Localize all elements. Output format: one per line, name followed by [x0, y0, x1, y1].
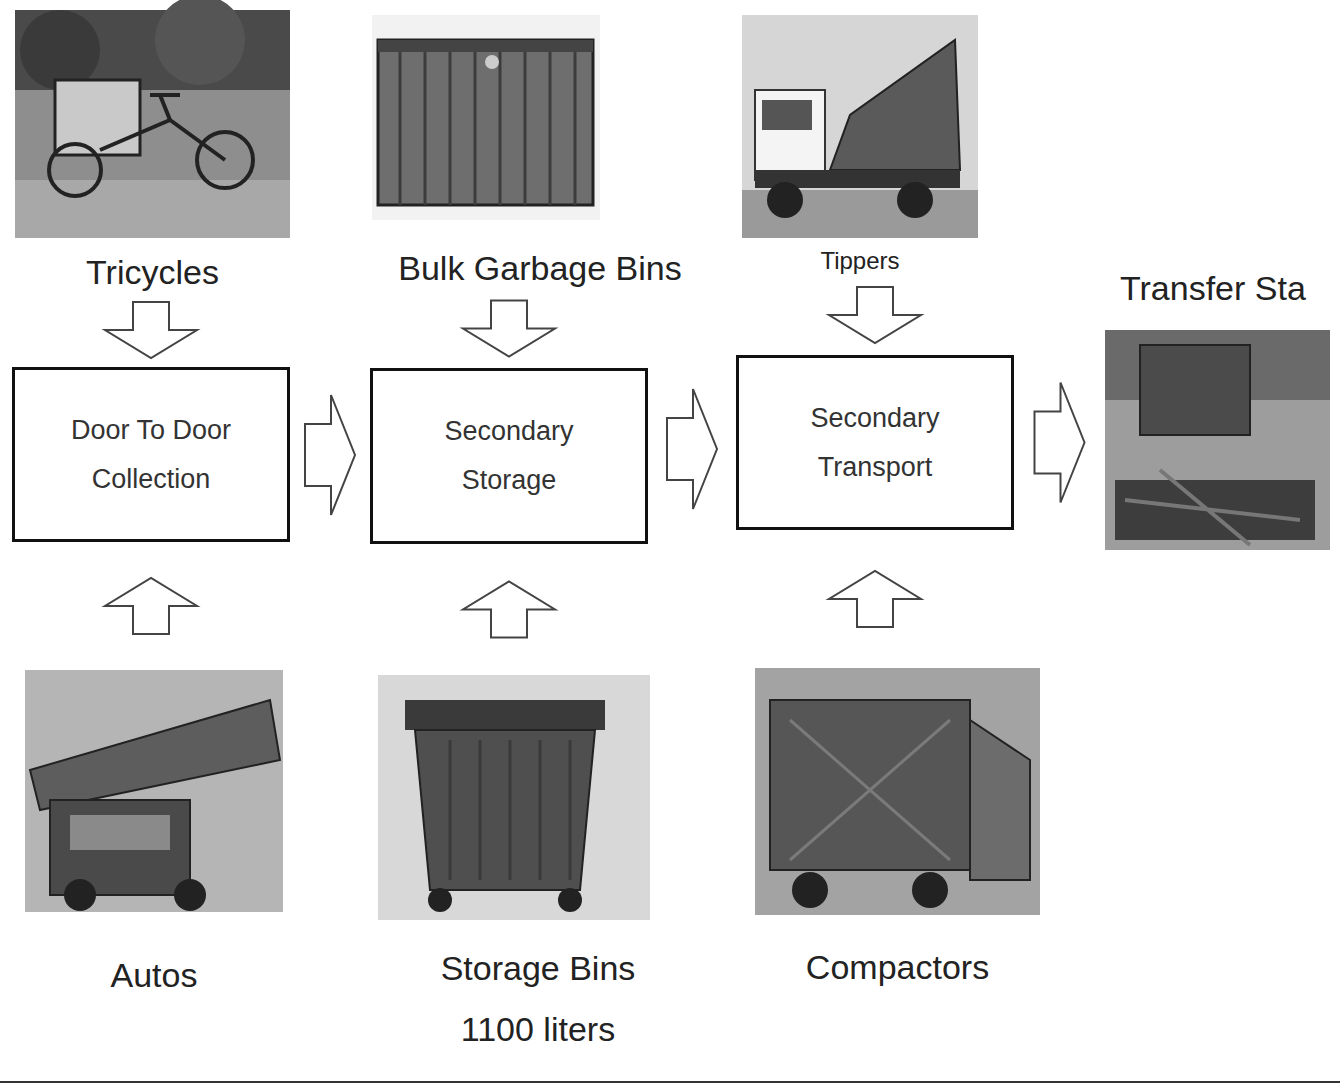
photo-node: Bulk Garbage Bins: [372, 15, 708, 289]
block-arrow: [463, 582, 555, 638]
bulk-bin-photo: [372, 15, 600, 220]
storage-bin-photo: [378, 675, 650, 920]
photo-node: Tippers: [742, 15, 978, 275]
process-box: Door To Door Collection: [12, 367, 290, 542]
photo-caption: Tricycles: [15, 252, 290, 293]
block-arrow: [105, 578, 197, 634]
process-box: Secondary Storage: [370, 368, 648, 544]
photo-caption: Tippers: [742, 246, 978, 275]
block-arrow: [829, 571, 921, 627]
compactor-photo: [755, 668, 1040, 915]
block-arrow: [305, 395, 355, 515]
process-box: Secondary Transport: [736, 355, 1014, 530]
tipper-photo: [742, 15, 978, 238]
box-label: Door To Door Collection: [51, 406, 251, 503]
block-arrow: [1035, 383, 1085, 503]
tricycle-photo: [15, 0, 290, 238]
photo-node: Tricycles: [15, 10, 290, 293]
block-arrow: [667, 389, 717, 509]
photo-caption: Compactors: [755, 947, 1040, 988]
photo-caption: Transfer Sta: [1105, 268, 1330, 309]
box-label: Secondary Storage: [409, 407, 609, 504]
photo-node: Transfer Sta: [1105, 268, 1330, 550]
frame-line: [0, 1081, 1340, 1083]
photo-caption: Bulk Garbage Bins: [372, 248, 708, 289]
photo-node: Autos: [25, 670, 283, 996]
transfer-station-photo: [1105, 330, 1330, 550]
box-label: Secondary Transport: [775, 394, 975, 491]
block-arrow: [829, 287, 921, 343]
photo-node: Compactors: [755, 668, 1040, 988]
block-arrow: [463, 301, 555, 357]
block-arrow: [105, 302, 197, 358]
auto-photo: [25, 670, 283, 912]
photo-caption: Storage Bins 1100 liters: [413, 938, 663, 1060]
photo-node: Storage Bins 1100 liters: [378, 675, 698, 1060]
photo-caption: Autos: [25, 955, 283, 996]
